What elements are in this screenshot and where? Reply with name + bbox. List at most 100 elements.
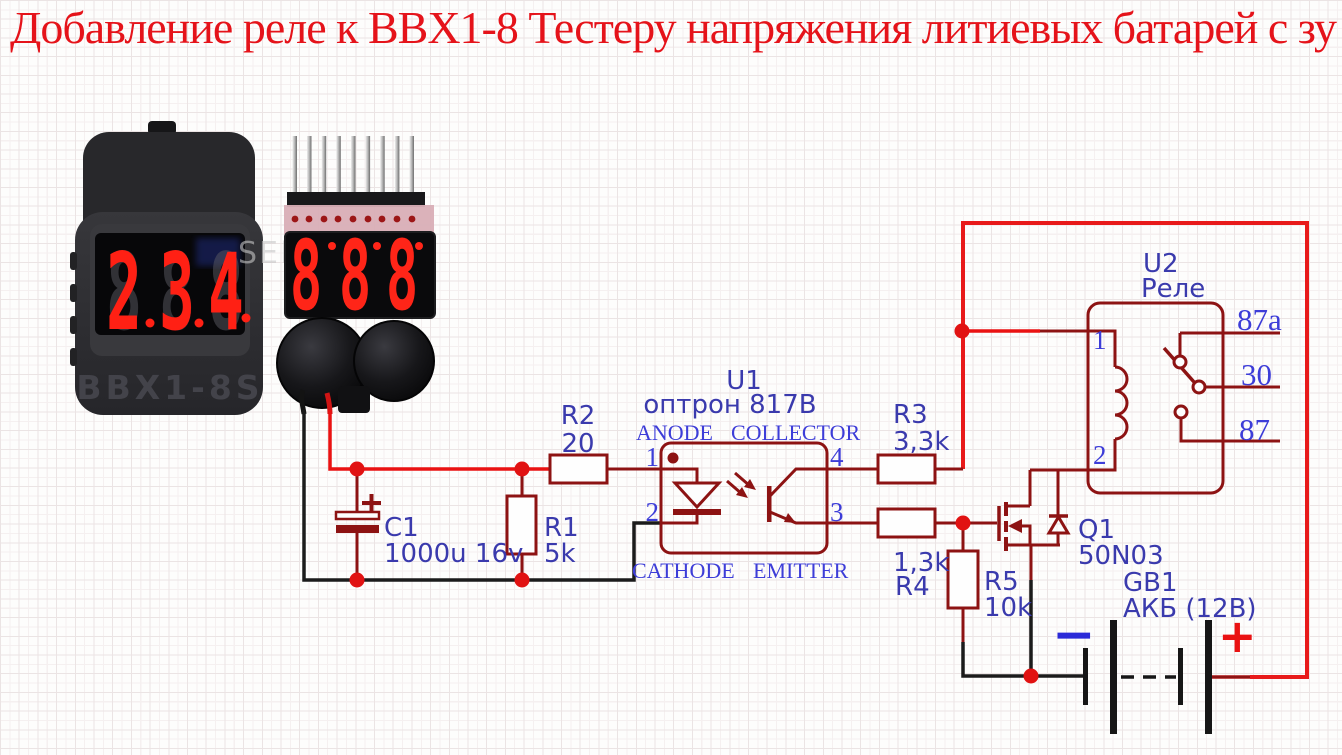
pin-name-emitter: EMITTER [753,558,849,583]
tester-photo: 8 8 8 2 3 4 BBX1-8S [70,121,263,415]
tester-rib [70,348,77,366]
u1-pin1-dot [667,452,679,464]
u2-pin1-number: 1 [1093,325,1107,355]
junction-dots [349,323,1039,684]
decimal-dot [194,318,204,328]
module-pcb-pads [291,215,416,223]
decimal-dot [415,242,423,250]
label-r4-value: 1,3k [893,548,949,578]
decimal-dot [241,313,251,323]
relay-u2 [1086,301,1280,495]
u2-body [1086,301,1225,495]
decimal-dot [328,242,336,250]
label-q1-ref: Q1 [1078,515,1115,545]
u2-contact-nc [1172,354,1188,370]
label-u2-value: Реле [1141,274,1205,304]
seven-seg-digit: 3 [159,232,195,355]
u2-coil-top-lead [1088,329,1117,367]
u1-pin1-number: 1 [646,442,660,472]
seven-seg-digit: 8 [386,221,418,332]
label-q1-value: 50N03 [1078,541,1164,571]
labels: R2 20 C1 1000u 16v R1 5k U1 оптрон 817В … [384,249,1282,665]
label-r1-ref: R1 [544,513,579,543]
ghost-digit: 8 [159,232,195,355]
resistor-r1 [505,494,538,556]
label-r5-ref: R5 [984,567,1019,597]
u1-phototransistor-base [767,486,772,522]
seven-seg-digit: 2 [106,232,142,355]
u2-coil [1114,365,1129,441]
label-c1-ref: C1 [384,513,419,543]
u1-pin4-number: 4 [830,442,844,472]
module-digits: 8 8 8 [290,221,423,332]
label-r3-ref: R3 [893,400,928,430]
decimal-dot [373,242,381,250]
label-r2-value: 20 [561,429,594,459]
u1-led-cathode-lead [661,515,699,525]
tester-top-tab [148,121,176,135]
u1-collector-lead [768,467,827,498]
resistor-r5 [946,549,980,610]
pin-name-collector: COLLECTOR [731,420,860,445]
u2-contact-87-wire [1179,418,1280,443]
u1-light-arrows [726,471,756,498]
wire-ground-rail [302,410,661,582]
label-gb1-ref: GB1 [1123,568,1178,598]
ghost-digit: 8 [208,232,244,355]
u2-coil-bottom-lead [1088,439,1117,472]
module-pin-header [287,192,425,207]
tester-display-reflection [196,238,240,266]
module-connector-block [338,386,370,413]
module-display [284,231,436,319]
seven-seg-digit: 8 [290,221,322,332]
u2-pin2-number: 2 [1093,440,1107,470]
tester-digits: 8 8 8 2 3 4 [106,232,251,355]
tester-rib [70,316,77,334]
c1-plate-positive [334,510,381,521]
resistor-r2 [548,453,609,485]
wire-vplus-feed [328,410,550,471]
u1-led-anode-lead [661,467,699,483]
seven-seg-digit: 4 [208,232,244,355]
tester-rib [70,284,77,302]
gb1-plate-long [1110,620,1117,734]
label-u1-value: оптрон 817В [643,390,816,420]
optocoupler-u1 [659,441,829,555]
wire-r5-to-ground [961,642,1031,678]
u1-emitter-arrow [784,513,796,523]
battery-gb1 [1083,620,1212,734]
u1-pin3-number: 3 [830,497,844,527]
label-r2-ref: R2 [561,401,596,431]
q1-arrow [1008,519,1022,533]
label-gb1-value: АКБ (12В) [1123,594,1257,624]
capacitor-c1 [334,469,381,580]
u1-pin2-number: 2 [646,497,660,527]
c1-plate-negative [336,525,379,533]
resistor-r4 [876,507,937,539]
c1-polarity-plus [362,494,381,513]
contact-label-87a: 87a [1237,302,1282,337]
gb1-plate-short [1083,648,1088,705]
gb1-plate-long [1205,620,1212,734]
u1-led-cathode-bar [673,509,721,515]
label-c1-value: 1000u 16v [384,539,523,569]
module-pins [292,136,414,194]
resistor-r3 [876,453,937,485]
u2-contact-com [1191,379,1207,395]
wires-dark-red [520,329,1250,679]
gb1-plate-short [1178,648,1183,705]
u2-contact-87a-wire [1178,331,1280,356]
u1-body [659,441,829,555]
pin-name-cathode: CATHODE [632,558,735,583]
ghost-digit: 8 [106,232,142,355]
label-r4-ref: R4 [895,572,930,602]
wire-12v-loop [961,221,1309,679]
battery-minus-sign: − [1052,605,1096,665]
decimal-dot [145,318,155,328]
label-r1-value: 5k [544,539,576,569]
label-u1-ref: U1 [726,366,762,396]
buzzer-right [353,320,435,402]
u1-led-triangle [671,481,723,510]
q1-body-diode [1046,470,1071,545]
